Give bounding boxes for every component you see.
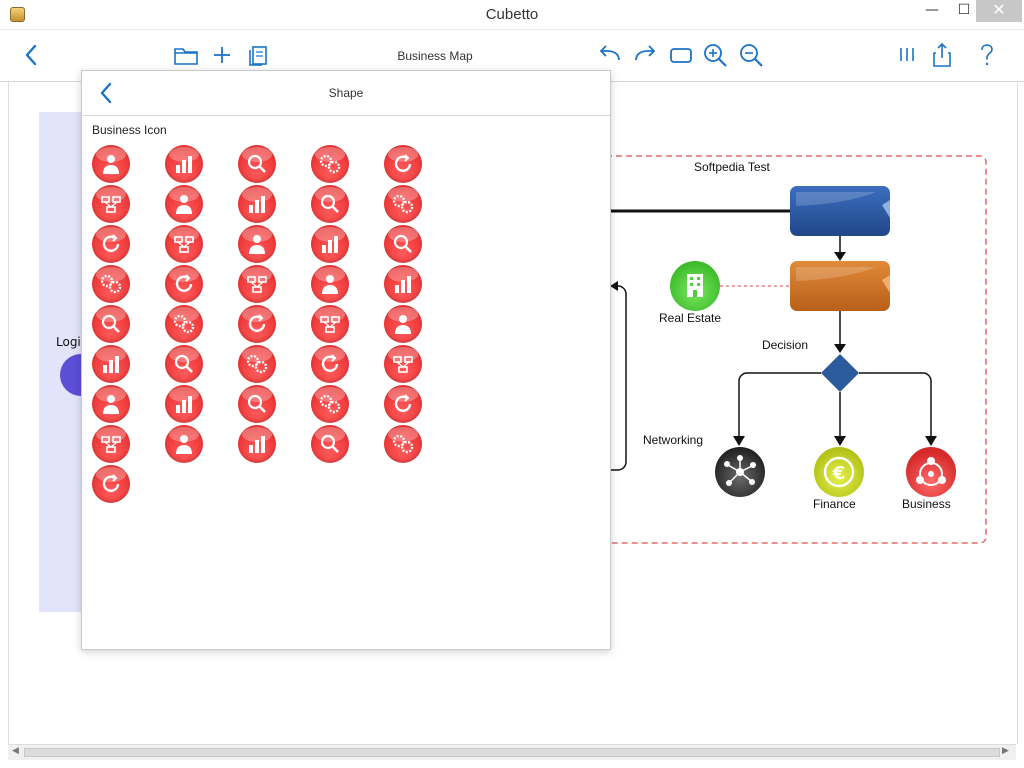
person-board-icon[interactable] [384,385,422,423]
minimize-button[interactable]: — [925,2,939,18]
person-flag-icon[interactable] [311,225,349,263]
folder-icon[interactable] [171,40,201,70]
team-gear-icon[interactable] [92,345,130,383]
scroll-left-icon[interactable]: ◀ [12,746,19,756]
group-label: Softpedia Test [694,160,770,174]
person-network-icon[interactable] [92,185,130,223]
lightbulb-icon[interactable] [238,305,276,343]
globe-chart-icon[interactable] [165,225,203,263]
app-icon [10,7,25,22]
horizontal-scrollbar[interactable]: ◀ ▶ [8,744,1016,760]
shape-panel: Shape Business Icon [81,70,611,650]
group-icon[interactable] [238,185,276,223]
handshake-icon[interactable] [311,345,349,383]
document-icon[interactable] [92,305,130,343]
person-frame-icon[interactable] [165,345,203,383]
gears-icon[interactable] [311,145,349,183]
process-box-orange [790,261,890,311]
process-chain-icon[interactable] [384,225,422,263]
gear-hand-icon[interactable] [165,265,203,303]
person-growth-icon[interactable] [311,305,349,343]
decision-label: Decision [762,338,809,352]
finance-label: Finance [813,497,856,511]
back-icon[interactable] [16,40,46,70]
help-icon[interactable] [972,40,1002,70]
arrows-up-icon[interactable] [238,385,276,423]
real-estate-label: Real Estate [659,311,722,325]
network-tree-icon[interactable] [311,425,349,463]
scroll-right-icon[interactable]: ▶ [1002,746,1009,756]
person-gears-icon[interactable] [165,425,203,463]
growth-chart-icon[interactable] [384,305,422,343]
copy-icon[interactable] [244,40,274,70]
presenter-icon[interactable] [311,185,349,223]
person-idea-icon[interactable] [165,185,203,223]
columns-icon[interactable] [892,40,922,70]
checklist-icon[interactable] [92,425,130,463]
networking-label: Networking [643,433,704,447]
process-box-blue [790,186,890,236]
team-chat-icon[interactable] [311,265,349,303]
title-bar: Cubetto — ☐ ✕ [0,0,1024,30]
hand-money-icon[interactable] [311,385,349,423]
close-button[interactable]: ✕ [976,0,1022,22]
panel-title: Shape [328,86,364,100]
id-card-icon[interactable] [238,345,276,383]
panel-header: Shape [82,71,610,116]
share-icon[interactable] [927,40,957,70]
document-title: Business Map [397,49,473,63]
decision-diamond [821,354,859,392]
clock-icon[interactable] [92,385,130,423]
group-border [599,155,987,544]
lane-label: Logis [56,335,88,349]
hierarchy-icon[interactable] [384,345,422,383]
person-search-icon[interactable] [92,465,130,503]
lane-node[interactable] [60,354,82,396]
team-icon[interactable] [165,385,203,423]
magnifier-icon[interactable] [238,145,276,183]
person-speech-icon[interactable] [92,225,130,263]
person-icon[interactable] [92,265,130,303]
zoom-in-icon[interactable] [700,40,730,70]
flow-swap-icon[interactable] [238,265,276,303]
redo-icon[interactable] [630,40,660,70]
window-title: Cubetto [485,6,539,23]
section-title: Business Icon [92,123,167,137]
zoom-out-icon[interactable] [736,40,766,70]
scrollbar-thumb[interactable] [24,748,1000,757]
flowchart-icon[interactable] [384,265,422,303]
org-chart-icon[interactable] [92,145,130,183]
presentation-icon[interactable] [238,225,276,263]
add-icon[interactable] [207,40,237,70]
person-question-icon[interactable] [384,185,422,223]
team-circle-icon[interactable] [384,425,422,463]
fit-page-icon[interactable] [666,40,696,70]
business-label: Business [902,497,951,511]
gears-pair-icon[interactable] [238,425,276,463]
svg-text:€: € [832,463,846,484]
refresh-icon[interactable] [384,145,422,183]
panel-back-icon[interactable] [96,80,116,106]
return-connector [600,285,627,471]
maximize-button[interactable]: ☐ [957,2,971,18]
finance-node [814,447,864,497]
undo-icon[interactable] [595,40,625,70]
balance-icon[interactable] [165,305,203,343]
window-bottom [0,760,1024,768]
bar-chart-icon[interactable] [165,145,203,183]
